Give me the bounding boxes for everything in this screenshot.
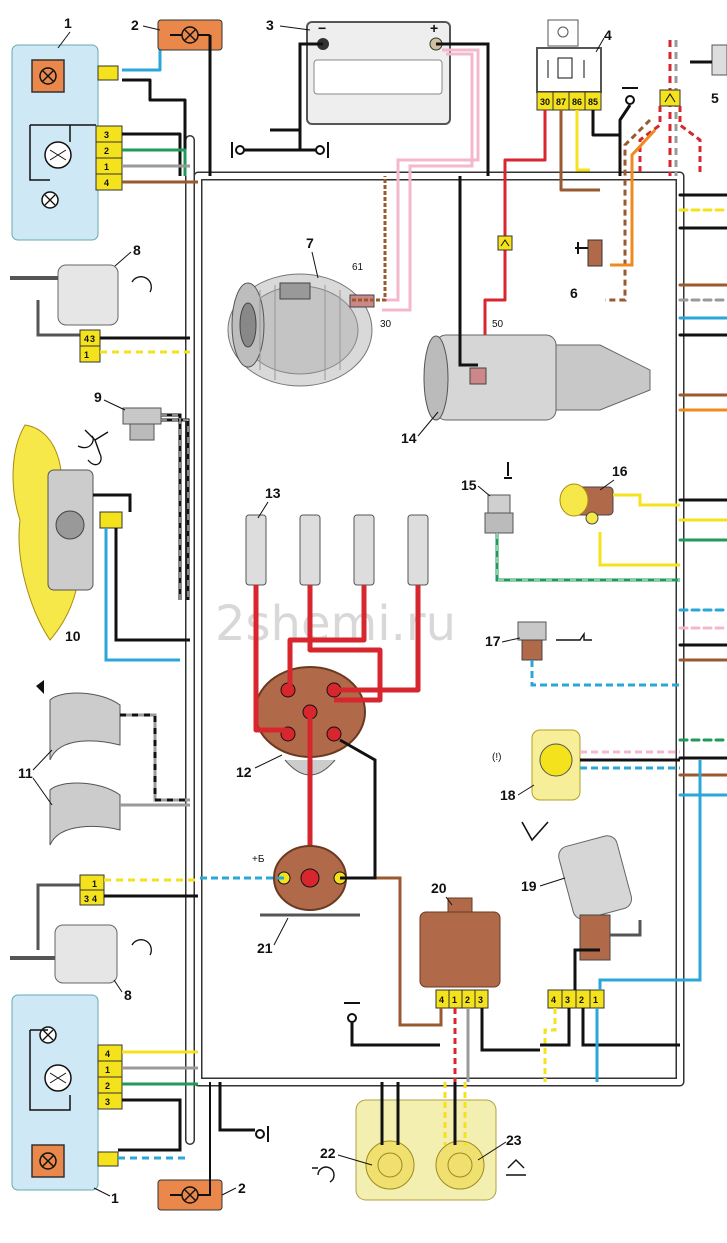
relay-pin-85: 85	[588, 97, 598, 107]
generator-terminal-30: 30	[380, 319, 392, 330]
label-21: 21	[257, 940, 273, 956]
headlamp-top: 3 2 1 4	[11, 44, 123, 241]
warning-symbol: (!)	[492, 752, 501, 763]
battery-plus-label: +	[430, 20, 438, 36]
relay-pin-30: 30	[540, 97, 550, 107]
headlamp-bottom-pin-3: 3	[105, 1097, 110, 1107]
relay-wires	[483, 87, 638, 370]
component-numbers: 1 2 3 4 5 6 7 8 9 10 11 12 13 14 15 16 1…	[18, 15, 719, 1206]
brake-switch	[575, 239, 603, 267]
wiper-pin-2: 2	[579, 995, 584, 1005]
temperature-sensor	[484, 462, 680, 582]
high-voltage-leads	[253, 585, 421, 880]
label-8-top: 8	[133, 242, 141, 258]
horns	[36, 680, 190, 846]
washer-block	[355, 1082, 497, 1201]
label-20: 20	[431, 880, 447, 896]
label-1-bottom: 1	[111, 1190, 119, 1206]
battery: − +	[231, 20, 490, 312]
cooling-fan	[12, 424, 190, 662]
component-5	[605, 40, 727, 302]
label-17: 17	[485, 633, 501, 649]
switch-bottom-pin-1: 1	[92, 879, 97, 889]
battery-minus-label: −	[318, 20, 326, 36]
generator: 61 30	[227, 176, 392, 387]
label-12: 12	[236, 764, 252, 780]
label-16: 16	[612, 463, 628, 479]
label-1-top: 1	[64, 15, 72, 31]
switch-unit-bottom: 3 4 1	[10, 874, 198, 984]
label-19: 19	[521, 878, 537, 894]
label-2-bottom: 2	[238, 1180, 246, 1196]
wash-icon-22	[312, 1166, 335, 1183]
ground-bottom	[255, 1126, 269, 1142]
label-13: 13	[265, 485, 281, 501]
label-22: 22	[320, 1145, 336, 1161]
headlamp-bottom-pin-2: 2	[105, 1081, 110, 1091]
oil-pressure-sensor	[517, 621, 680, 687]
generator-terminal-61: 61	[352, 262, 364, 273]
voltage-regulator: 4 1 2 3	[419, 897, 501, 1009]
switch-bottom-pin-3: 3	[84, 894, 89, 904]
wiper-wires	[540, 760, 702, 1082]
label-8-bottom: 8	[124, 987, 132, 1003]
regulator-pin-4: 4	[439, 995, 444, 1005]
headlamp-top-pin-4: 4	[104, 178, 109, 188]
switch-top-pin-1: 1	[84, 350, 89, 360]
wiper-pin-4: 4	[551, 995, 556, 1005]
switch-bottom-pin-4: 4	[92, 894, 97, 904]
relay-pin-86: 86	[572, 97, 582, 107]
marker-lamp-top	[157, 19, 223, 176]
headlamp-bottom: 4 1 2 3	[11, 994, 123, 1191]
headlamp-bottom-wires	[118, 1050, 255, 1160]
relay: 30 87 86 85	[536, 19, 602, 111]
label-3: 3	[266, 17, 274, 33]
label-10: 10	[65, 628, 81, 644]
wiper-pin-3: 3	[565, 995, 570, 1005]
diode-marker	[497, 235, 513, 251]
ignition-coil: +Б	[198, 738, 377, 917]
label-11: 11	[18, 765, 33, 781]
warning-sensor: (!)	[492, 729, 680, 801]
wiper-motor: 4 3 2 1	[521, 821, 642, 1009]
headlamp-top-pin-3: 3	[104, 130, 109, 140]
label-7: 7	[306, 235, 314, 251]
component-16	[559, 483, 680, 567]
starter-terminal-50: 50	[492, 319, 504, 330]
fan-icon	[84, 429, 109, 455]
ground-mid	[344, 1002, 440, 1047]
label-14: 14	[401, 430, 417, 446]
switch-top-pin-3: 3	[90, 334, 95, 344]
headlamp-top-pin-1: 1	[104, 162, 109, 172]
switch-top-pin-4: 4	[84, 334, 89, 344]
regulator-wires	[345, 876, 540, 1082]
label-23: 23	[506, 1132, 522, 1148]
regulator-pin-2: 2	[465, 995, 470, 1005]
coil-terminal-plus-b: +Б	[252, 854, 265, 865]
regulator-pin-1: 1	[452, 995, 457, 1005]
wash-icon-23	[506, 1159, 526, 1176]
icons	[84, 429, 526, 1183]
headlamp-bottom-pin-1: 1	[105, 1065, 110, 1075]
label-6: 6	[570, 285, 578, 301]
label-4: 4	[604, 27, 612, 43]
relay-pin-87: 87	[556, 97, 566, 107]
label-9: 9	[94, 389, 102, 405]
spark-plugs	[245, 514, 429, 586]
label-2-top: 2	[131, 17, 139, 33]
headlamp-bottom-pin-4: 4	[105, 1049, 110, 1059]
headlamp-top-wires	[122, 38, 198, 184]
fan-sensor	[122, 407, 190, 600]
regulator-pin-3: 3	[478, 995, 483, 1005]
label-15: 15	[461, 477, 477, 493]
headlamp-top-pin-2: 2	[104, 146, 109, 156]
switch-unit-top: 1 4 3	[10, 264, 190, 363]
label-18: 18	[500, 787, 516, 803]
starter: 50	[423, 176, 651, 421]
wiper-pin-1: 1	[593, 995, 598, 1005]
marker-lamp-bottom	[157, 1082, 223, 1211]
label-5: 5	[711, 90, 719, 106]
